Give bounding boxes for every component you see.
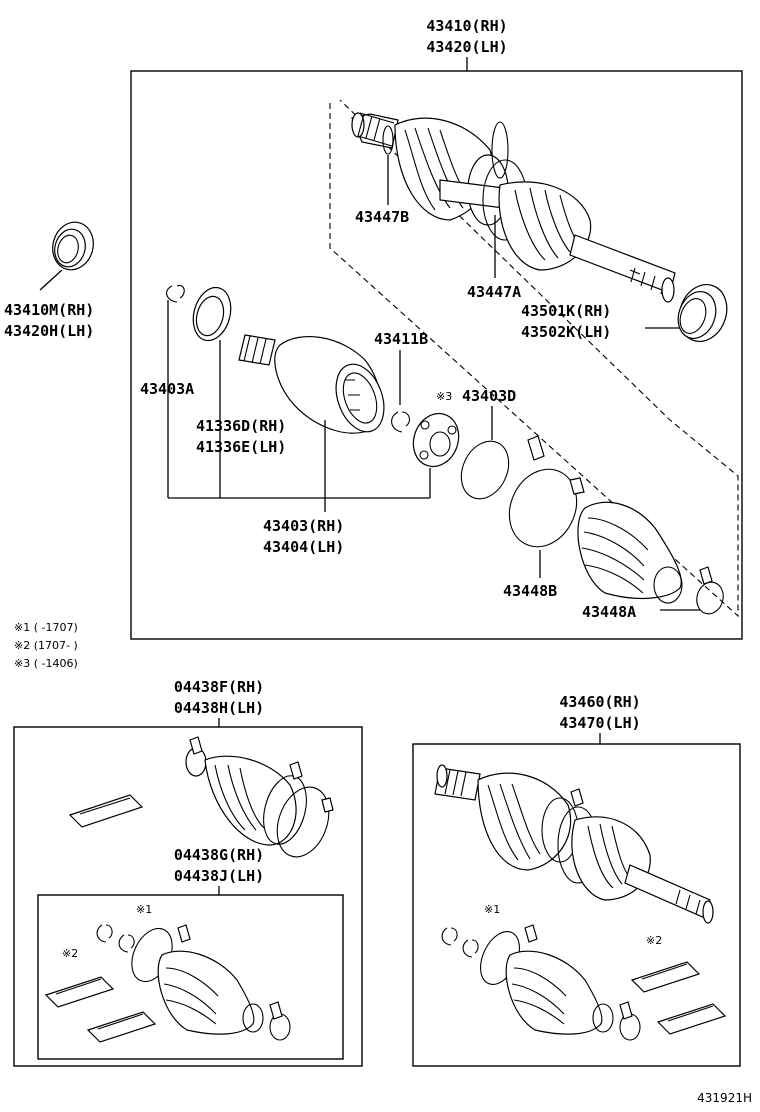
label-43448b: 43448B	[503, 582, 557, 600]
label-43460-rh: 43460(RH)	[559, 693, 640, 711]
grease-pack-5	[656, 1003, 727, 1035]
joint-housing-43403	[238, 334, 385, 434]
label-43410-rh: 43410(RH)	[426, 17, 507, 35]
circlip	[462, 939, 479, 958]
mark-3: ※3	[436, 390, 452, 403]
grease-pack-2	[44, 976, 115, 1008]
note-2: ※2 (1707- )	[14, 639, 78, 652]
label-43502k-lh: 43502K(LH)	[521, 323, 611, 341]
seal-41336d	[192, 286, 232, 342]
snap-ring	[441, 927, 458, 946]
snap-ring	[96, 924, 113, 943]
mark-1: ※1	[136, 903, 152, 916]
inner-boot-kit	[157, 924, 291, 1041]
grease-pack-1	[68, 794, 144, 828]
grease-pack-3	[86, 1011, 157, 1043]
dust-seal-43410m	[52, 221, 94, 271]
label-41336d-rh: 41336D(RH)	[196, 417, 286, 435]
circlip-43411b	[391, 411, 411, 433]
label-43404-lh: 43404(LH)	[263, 538, 344, 556]
mark-1: ※1	[484, 903, 500, 916]
label-43447b: 43447B	[355, 208, 409, 226]
snap-ring-43403a	[166, 284, 185, 303]
label-43447a: 43447A	[467, 283, 521, 301]
mark-2: ※2	[646, 934, 662, 947]
boot-kit-frame-04438f	[13, 726, 363, 1067]
outer-boot-kit	[185, 736, 334, 858]
boot-clamp-43448b	[508, 435, 585, 548]
label-43403-rh: 43403(RH)	[263, 517, 344, 535]
inner-race-cage	[412, 412, 460, 468]
circlip	[118, 934, 135, 953]
label-04438f-rh: 04438F(RH)	[174, 678, 264, 696]
grease-pack-4	[630, 961, 701, 993]
snap-ring-43403d	[460, 440, 510, 500]
label-04438h-lh: 04438H(LH)	[174, 699, 264, 717]
note-3: ※3 ( -1406)	[14, 657, 78, 670]
boot-clamp-43448a	[696, 566, 724, 615]
drive-shaft-assembly	[351, 112, 676, 303]
dust-seal-43501k	[677, 284, 728, 342]
figure-id: 431921H	[697, 1091, 752, 1105]
leader-line	[39, 269, 63, 291]
label-41336e-lh: 41336E(LH)	[196, 438, 286, 456]
drive-shaft-assembly-43460	[434, 764, 714, 924]
dashed-assembly-outline	[329, 99, 739, 618]
label-43410m-rh: 43410M(RH)	[4, 301, 94, 319]
label-43448a: 43448A	[582, 603, 636, 621]
label-43420-lh: 43420(LH)	[426, 38, 507, 56]
label-43403a: 43403A	[140, 380, 194, 398]
note-1: ※1 ( -1707)	[14, 621, 78, 634]
main-assembly-frame	[130, 70, 743, 640]
label-43411b: 43411B	[374, 330, 428, 348]
label-43470-lh: 43470(LH)	[559, 714, 640, 732]
label-43501k-rh: 43501K(RH)	[521, 302, 611, 320]
inner-boot-kit-43460	[505, 924, 641, 1041]
label-43420h-lh: 43420H(LH)	[4, 322, 94, 340]
label-04438j-lh: 04438J(LH)	[174, 867, 264, 885]
boot	[577, 501, 683, 604]
boot-kit-frame-04438g	[37, 894, 344, 1060]
label-43403d: 43403D	[462, 387, 516, 405]
label-04438g-rh: 04438G(RH)	[174, 846, 264, 864]
shaft-assembly-frame-43460	[412, 743, 741, 1067]
mark-2: ※2	[62, 947, 78, 960]
